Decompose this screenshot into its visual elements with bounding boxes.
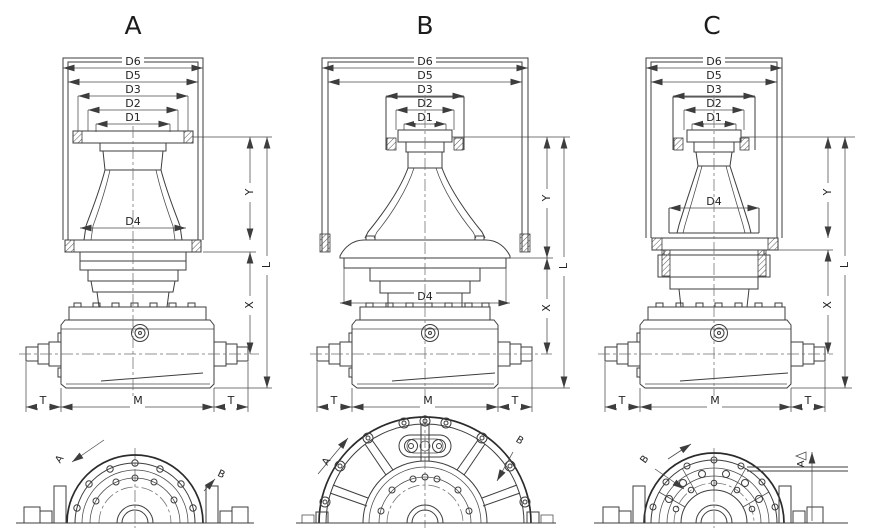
bottom-dimensions-a: T M T	[25, 362, 249, 412]
top-dimension-stack-a: D6 D5 D3 D2 D1	[63, 55, 203, 132]
dim-label-d6-a: D6	[125, 55, 140, 68]
dim-label-l-c: L	[838, 261, 851, 268]
dim-label-d5-a: D5	[125, 69, 140, 82]
gearbox-b	[316, 302, 533, 389]
right-dimensions-a: Y X L	[193, 136, 273, 389]
variant-title-c: C	[703, 11, 720, 40]
section-view-label-right-b: B	[513, 434, 525, 447]
flange-rear-view-c: A B	[594, 443, 848, 528]
centerlines-c	[598, 95, 833, 397]
bell-assembly-a: D4	[64, 130, 202, 308]
dim-label-t-right-a: T	[227, 394, 235, 407]
dim-label-d2-a: D2	[125, 97, 140, 110]
dim-label-d6-c: D6	[706, 55, 721, 68]
dim-label-t-right-c: T	[804, 394, 812, 407]
drawing-variant-a: A D6 D5 D3 D2 D1 D4	[16, 11, 273, 528]
variant-title-a: A	[124, 11, 141, 40]
dim-label-d5-c: D5	[706, 69, 721, 82]
flange-rear-view-b: A B	[296, 415, 556, 528]
drawing-variant-c: C D6 D5 D3 D2 D1 D4	[594, 11, 855, 528]
dim-label-x-b: X	[540, 304, 553, 312]
dim-label-d4-b: D4	[417, 290, 432, 303]
dim-label-y-c: Y	[821, 188, 834, 196]
dim-label-t-right-b: T	[511, 394, 519, 407]
section-view-label-right-a: B	[216, 468, 227, 481]
drawing-variant-b: B D6 D5 D3 D2 D1	[296, 11, 570, 528]
bell-assembly-c: D4	[651, 129, 779, 308]
gearbox-c	[604, 302, 826, 389]
right-dimensions-b: Y X L	[452, 136, 570, 389]
variant-title-b: B	[416, 11, 433, 40]
dim-label-m-c: M	[710, 394, 720, 407]
dim-label-d3-a: D3	[125, 83, 140, 96]
centerlines-b	[310, 95, 552, 397]
dim-label-t-left-a: T	[39, 394, 47, 407]
right-dimensions-c: Y X L	[741, 136, 855, 389]
dim-label-d6-b: D6	[417, 55, 432, 68]
flange-rear-view-a: A B	[16, 439, 254, 528]
bottom-dimensions-b: T M T	[316, 362, 533, 412]
dim-label-y-a: Y	[243, 188, 256, 196]
dim-label-x-a: X	[243, 301, 256, 309]
section-view-label-right-c: A	[796, 460, 807, 467]
dim-label-t-left-b: T	[330, 394, 338, 407]
dim-label-m-a: M	[133, 394, 143, 407]
dim-label-d5-b: D5	[417, 69, 432, 82]
dim-label-m-b: M	[423, 394, 433, 407]
dim-label-d3-b: D3	[417, 83, 432, 96]
dim-label-l-a: L	[260, 261, 273, 268]
dim-label-y-b: Y	[540, 194, 553, 202]
dim-label-d1-a: D1	[125, 111, 140, 124]
dim-label-l-b: L	[557, 262, 570, 269]
dim-label-d3-c: D3	[706, 83, 721, 96]
dim-label-x-c: X	[821, 301, 834, 309]
bottom-dimensions-c: T M T	[604, 362, 826, 412]
dim-label-t-left-c: T	[618, 394, 626, 407]
gearbox-a	[25, 302, 249, 389]
section-view-label-left-b: A	[320, 456, 333, 468]
section-view-label-left-c: B	[638, 453, 651, 465]
section-view-label-left-a: A	[53, 453, 66, 465]
centerlines-a	[19, 126, 259, 397]
